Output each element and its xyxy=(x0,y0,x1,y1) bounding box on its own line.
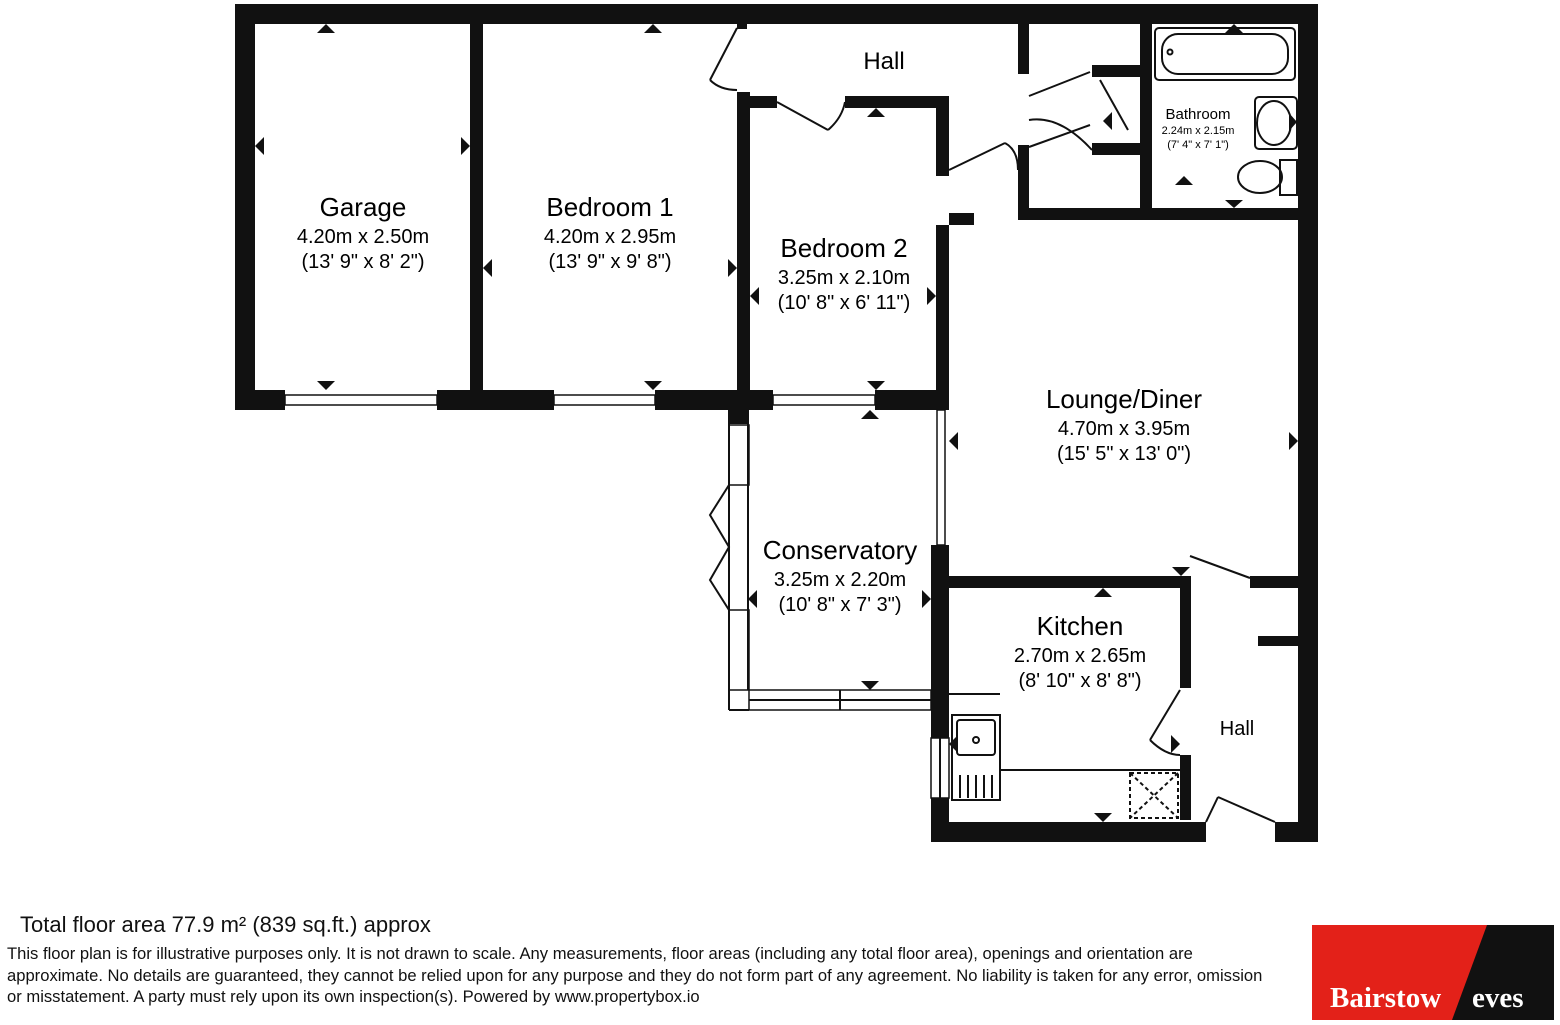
bathroom-metric: 2.24m x 2.15m xyxy=(1162,125,1235,137)
lounge-metric: 4.70m x 3.95m xyxy=(1058,418,1190,440)
lounge-name: Lounge/Diner xyxy=(1046,384,1202,414)
hall-bottom-name: Hall xyxy=(1220,718,1254,740)
bathroom-name: Bathroom xyxy=(1165,106,1230,123)
svg-text:Bairstow: Bairstow xyxy=(1330,982,1441,1014)
bedroom2-metric: 3.25m x 2.10m xyxy=(778,267,910,289)
svg-text:eves: eves xyxy=(1472,982,1524,1014)
dimension-arrows xyxy=(255,24,1298,822)
garage-name: Garage xyxy=(320,192,407,222)
logo-black-block xyxy=(1452,925,1554,1020)
hall-top-name: Hall xyxy=(863,48,904,75)
bedroom1-metric: 4.20m x 2.95m xyxy=(544,226,676,248)
bedroom1-imperial: (13' 9" x 9' 8") xyxy=(549,251,672,273)
garage-imperial: (13' 9" x 8' 2") xyxy=(302,251,425,273)
kitchen-metric: 2.70m x 2.65m xyxy=(1014,645,1146,667)
room-labels: Garage 4.20m x 2.50m (13' 9" x 8' 2") Be… xyxy=(297,48,1254,740)
bedroom1-name: Bedroom 1 xyxy=(546,192,673,222)
conservatory-imperial: (10' 8" x 7' 3") xyxy=(779,594,902,616)
lounge-imperial: (15' 5" x 13' 0") xyxy=(1057,443,1191,465)
kitchen-name: Kitchen xyxy=(1037,611,1124,641)
garage-metric: 4.20m x 2.50m xyxy=(297,226,429,248)
conservatory-metric: 3.25m x 2.20m xyxy=(774,569,906,591)
floor-plan: Garage 4.20m x 2.50m (13' 9" x 8' 2") Be… xyxy=(235,4,1318,842)
bairstow-eves-logo: Bairstow eves xyxy=(1312,925,1554,1020)
conservatory-name: Conservatory xyxy=(763,535,918,565)
bedroom2-name: Bedroom 2 xyxy=(780,233,907,263)
bedroom2-imperial: (10' 8" x 6' 11") xyxy=(778,292,911,314)
bathroom-imperial: (7' 4" x 7' 1") xyxy=(1167,139,1229,151)
walls xyxy=(235,4,1318,842)
windows xyxy=(284,394,950,799)
kitchen-imperial: (8' 10" x 8' 8") xyxy=(1019,670,1142,692)
disclaimer-text: This floor plan is for illustrative purp… xyxy=(7,944,1263,1006)
total-floor-area: Total floor area 77.9 m² (839 sq.ft.) ap… xyxy=(20,912,431,937)
doors xyxy=(708,27,1276,823)
fixtures xyxy=(949,27,1298,819)
